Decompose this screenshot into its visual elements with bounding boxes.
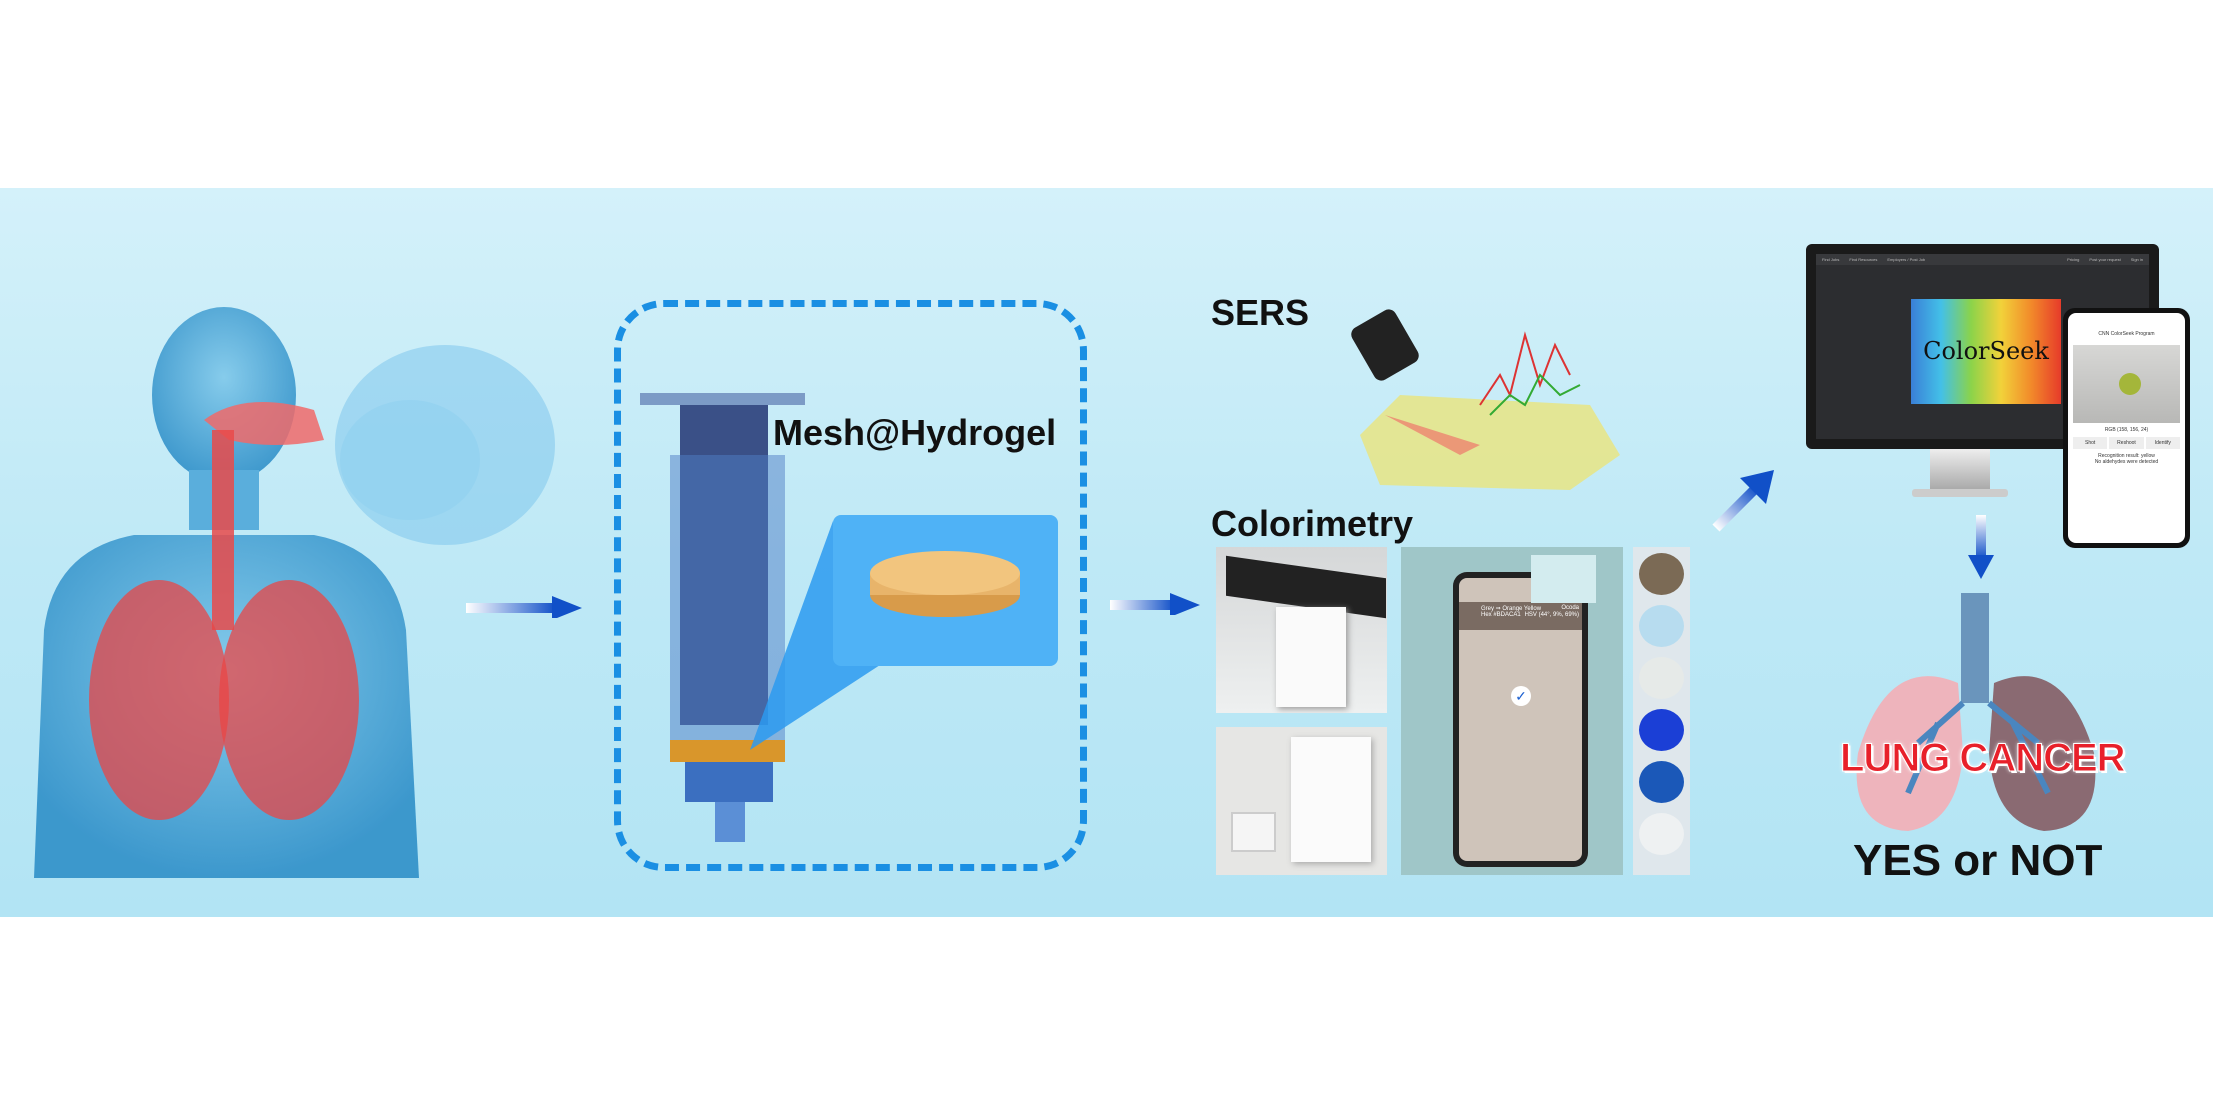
monitor-tab-bar: Find Jobs Find Resources Employers / Pos… [1816,254,2149,265]
mesh-hydrogel-label: Mesh@Hydrogel [773,412,1057,453]
sers-label: SERS [1211,292,1310,333]
color-name-text: Ocoda [1561,605,1579,611]
shot-button[interactable]: Shot [2073,437,2108,449]
colorseek-title: ColorSeek [1923,337,2049,365]
captured-image [2073,345,2180,423]
tab[interactable]: Employers / Post Job [1887,257,1926,262]
hsv-text: HSV (44°, 9%, 69%) [1524,612,1579,618]
tab[interactable]: Find Resources [1849,257,1878,262]
well-strip-photo [1633,547,1690,875]
colorimetry-label: Colorimetry [1211,503,1414,544]
recognition-result: Recognition result: yellow [2098,453,2155,459]
identify-button[interactable]: Identify [2145,437,2180,449]
sers-illustration [1351,309,1620,490]
checkmark-icon: ✓ [1511,686,1531,706]
rgb-readout: RGB (158, 156, 24) [2104,427,2149,433]
phone-holder-photo [1216,547,1387,713]
hex-text: Hex #BDACA1 [1481,612,1521,618]
lung-cancer-label: LUNG CANCER [1840,736,2127,781]
colorseek-splash: ColorSeek [1911,299,2061,404]
sample-holder-photo [1216,727,1387,875]
color-change-text: Grey ⇒ Orange Yellow [1481,606,1542,612]
tab[interactable]: Find Jobs [1822,257,1840,262]
arrow-diagonal-icon [1712,470,1774,532]
arrow-right-icon [1110,593,1200,615]
syringe-illustration [640,393,805,842]
sampling-device-box [614,300,1087,871]
mobile-phone: CNN ColorSeek Program RGB (158, 156, 24)… [2063,308,2190,548]
arrow-right-icon [466,596,582,618]
tab[interactable]: Sign in [2130,257,2143,262]
human-body-illustration [34,307,419,878]
lungs-illustration [1856,593,2096,831]
reshoot-button[interactable]: Reshoot [2109,437,2144,449]
monitor-stand [1930,449,1990,489]
arrow-down-icon [1968,515,1994,579]
mesh-hydrogel-inset [750,515,1058,750]
app-title: CNN ColorSeek Program [2098,331,2155,337]
tab[interactable]: Post your request [2089,257,2121,262]
yes-or-not-label: YES or NOT [1853,836,2103,885]
aldehyde-result: No aldehydes were detected [2094,459,2159,465]
breath-cloud [335,345,555,545]
tab[interactable]: Pricing [2067,257,2080,262]
